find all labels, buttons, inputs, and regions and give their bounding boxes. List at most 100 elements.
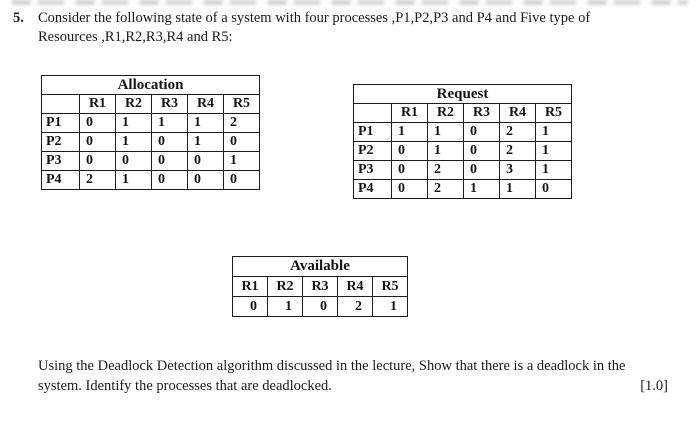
value-cell: 2	[223, 113, 260, 133]
column-header: R5	[535, 103, 572, 123]
row-label: P1	[41, 113, 80, 133]
column-header: R3	[302, 276, 338, 297]
table-title-row: Request	[353, 84, 572, 104]
value-cell: 0	[391, 160, 428, 180]
value-cell: 0	[463, 160, 500, 180]
value-cell: 0	[232, 296, 268, 317]
row-label: P2	[353, 141, 392, 161]
value-cell: 0	[302, 296, 338, 317]
column-header: R3	[151, 94, 188, 114]
value-cell: 2	[499, 122, 536, 142]
instruction-line1: Using the Deadlock Detection algorithm d…	[38, 358, 626, 374]
value-cell: 0	[391, 179, 428, 199]
value-cell: 2	[427, 160, 464, 180]
table-title: Available	[232, 256, 408, 277]
value-cell: 0	[391, 141, 428, 161]
value-cell: 1	[115, 170, 152, 190]
value-cell: 0	[187, 170, 224, 190]
value-cell: 1	[267, 296, 303, 317]
column-header: R2	[115, 94, 152, 114]
instruction-line2: system. Identify the processes that are …	[38, 377, 332, 394]
value-cell: 1	[427, 122, 464, 142]
row-label: P4	[41, 170, 80, 190]
question-block: 5. Consider the following state of a sys…	[13, 9, 590, 47]
value-cell: 1	[115, 132, 152, 152]
value-cell: 1	[223, 151, 260, 171]
row-label: P1	[353, 122, 392, 142]
column-header: R1	[232, 276, 268, 297]
column-header: R2	[427, 103, 464, 123]
corner-cell	[353, 103, 392, 123]
value-cell: 1	[391, 122, 428, 142]
column-header: R2	[267, 276, 303, 297]
table-title: Request	[353, 84, 572, 104]
row-label: P3	[353, 160, 392, 180]
column-header: R4	[187, 94, 224, 114]
row-label: P4	[353, 179, 392, 199]
value-cell: 2	[79, 170, 116, 190]
value-cell: 0	[535, 179, 572, 199]
value-cell: 0	[463, 141, 500, 161]
value-cell: 0	[151, 170, 188, 190]
value-cell: 1	[115, 113, 152, 133]
column-header: R5	[223, 94, 260, 114]
value-cell: 2	[427, 179, 464, 199]
value-cell: 1	[187, 132, 224, 152]
corner-cell	[41, 94, 80, 114]
value-cell: 2	[499, 141, 536, 161]
value-cell: 1	[535, 141, 572, 161]
value-cell: 0	[223, 132, 260, 152]
value-cell: 2	[337, 296, 373, 317]
value-cell: 0	[151, 132, 188, 152]
question-text-line1: Consider the following state of a system…	[38, 10, 591, 26]
value-cell: 1	[151, 113, 188, 133]
row-label: P2	[41, 132, 80, 152]
value-cell: 3	[499, 160, 536, 180]
value-cell: 1	[499, 179, 536, 199]
value-cell: 0	[223, 170, 260, 190]
instruction-block: Using the Deadlock Detection algorithm d…	[38, 357, 668, 396]
row-label: P3	[41, 151, 80, 171]
table-title-row: Allocation	[41, 75, 260, 95]
value-cell: 1	[535, 160, 572, 180]
table-title: Allocation	[41, 75, 260, 95]
value-cell: 0	[151, 151, 188, 171]
value-cell: 0	[79, 132, 116, 152]
column-header: R1	[391, 103, 428, 123]
column-header: R4	[337, 276, 373, 297]
value-cell: 1	[187, 113, 224, 133]
column-header: R4	[499, 103, 536, 123]
question-text: Consider the following state of a system…	[38, 9, 590, 47]
value-cell: 0	[79, 113, 116, 133]
question-text-line2: Resources ,R1,R2,R3,R4 and R5:	[38, 29, 233, 45]
value-cell: 0	[79, 151, 116, 171]
value-cell: 0	[187, 151, 224, 171]
value-cell: 1	[535, 122, 572, 142]
value-cell: 1	[372, 296, 408, 317]
question-number: 5.	[13, 10, 24, 26]
value-cell: 0	[463, 122, 500, 142]
column-header: R1	[79, 94, 116, 114]
marks-badge: [1.0]	[640, 377, 668, 394]
value-cell: 1	[427, 141, 464, 161]
column-header: R5	[372, 276, 408, 297]
scan-artifact-band	[12, 0, 688, 5]
table-title-row: Available	[232, 256, 408, 277]
value-cell: 1	[463, 179, 500, 199]
value-cell: 0	[115, 151, 152, 171]
instruction-line2-row: system. Identify the processes that are …	[38, 377, 668, 397]
